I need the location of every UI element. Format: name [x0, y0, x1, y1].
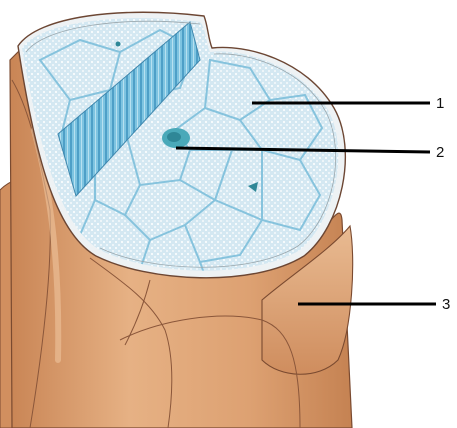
nucleus-small-2 [116, 42, 121, 47]
label-1: 1 [436, 95, 444, 112]
label-3: 3 [442, 296, 450, 313]
label-2: 2 [436, 144, 444, 161]
nucleus-core [167, 132, 181, 142]
